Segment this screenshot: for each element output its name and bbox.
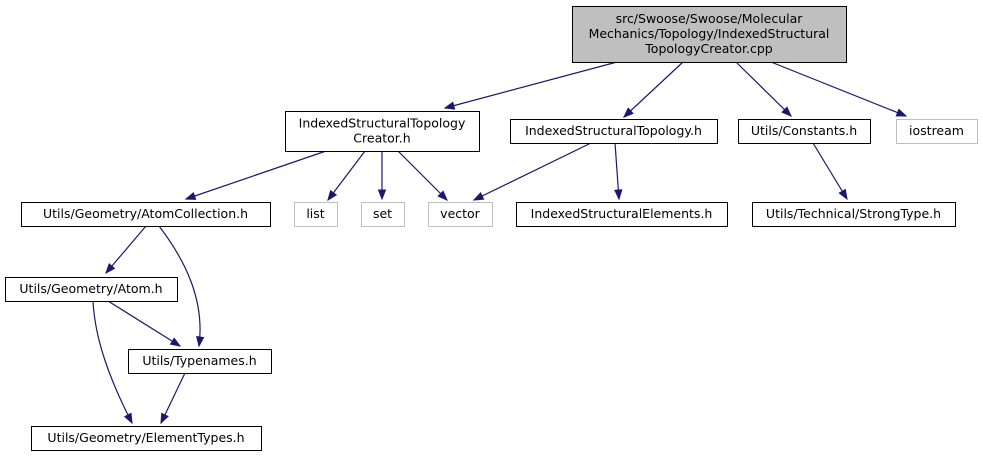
edge-atomcollection_h-to-typenames_h xyxy=(158,225,205,348)
edge-root-to-iostream xyxy=(770,61,908,117)
node-box xyxy=(21,202,271,227)
edge-constants_h-to-strongtype_h xyxy=(812,142,848,201)
node-list[interactable]: list xyxy=(294,202,338,227)
node-box xyxy=(428,202,493,227)
node-label: vector xyxy=(440,206,481,221)
arrowhead-icon xyxy=(437,190,448,201)
node-label: Mechanics/Topology/IndexedStructural xyxy=(589,26,830,41)
node-label: IndexedStructuralTopology.h xyxy=(525,123,702,138)
edge-line xyxy=(92,300,133,424)
node-box xyxy=(738,119,871,144)
edge-atomcollection_h-to-atom_h xyxy=(105,225,147,275)
node-label: iostream xyxy=(909,123,964,138)
edges-layer xyxy=(92,61,908,425)
edge-line xyxy=(444,61,618,109)
arrowhead-icon xyxy=(105,263,116,275)
node-label: Utils/Geometry/ElementTypes.h xyxy=(47,430,244,445)
node-label: TopologyCreator.cpp xyxy=(644,41,772,56)
arrowhead-icon xyxy=(160,412,169,425)
edge-line xyxy=(327,150,366,201)
arrowhead-icon xyxy=(622,107,634,118)
edge-creator_h-to-set xyxy=(377,151,387,201)
node-typenames-h[interactable]: Utils/Typenames.h xyxy=(128,349,272,374)
node-label: Utils/Typenames.h xyxy=(142,353,256,368)
arrowhead-icon xyxy=(781,106,792,117)
edge-line xyxy=(397,150,448,201)
node-label: list xyxy=(306,206,324,221)
edge-creator_h-to-atomcollection_h xyxy=(184,150,327,200)
node-label: Utils/Geometry/Atom.h xyxy=(19,281,162,296)
edge-atom_h-to-elementtypes_h xyxy=(92,300,133,425)
arrowhead-icon xyxy=(169,337,182,347)
nodes-layer: src/Swoose/Swoose/MolecularMechanics/Top… xyxy=(5,6,978,451)
node-label: Utils/Technical/StrongType.h xyxy=(766,206,941,221)
edge-root-to-creator_h xyxy=(443,61,618,110)
node-strongtype-h[interactable]: Utils/Technical/StrongType.h xyxy=(752,202,956,227)
edge-line xyxy=(473,142,592,201)
node-iostream[interactable]: iostream xyxy=(896,119,978,144)
arrowhead-icon xyxy=(327,189,338,202)
edge-line xyxy=(158,225,201,347)
node-set[interactable]: set xyxy=(361,202,405,227)
node-elementtypes-h[interactable]: Utils/Geometry/ElementTypes.h xyxy=(31,426,262,451)
node-constants-h[interactable]: Utils/Constants.h xyxy=(738,119,871,144)
arrowhead-icon xyxy=(123,412,133,425)
node-label: set xyxy=(373,206,392,221)
edge-line xyxy=(107,300,181,347)
node-vector[interactable]: vector xyxy=(428,202,493,227)
edge-line xyxy=(185,150,327,200)
node-box xyxy=(896,119,978,144)
node-label: IndexedStructuralTopology xyxy=(299,116,466,131)
node-elements-h[interactable]: IndexedStructuralElements.h xyxy=(516,202,728,227)
node-label: Utils/Geometry/AtomCollection.h xyxy=(43,206,248,221)
node-box xyxy=(5,277,178,302)
arrowhead-icon xyxy=(472,192,485,201)
node-box xyxy=(31,426,262,451)
node-root[interactable]: src/Swoose/Swoose/MolecularMechanics/Top… xyxy=(572,6,847,63)
arrowhead-icon xyxy=(838,188,848,201)
arrowhead-icon xyxy=(895,108,908,117)
edge-typenames_h-to-elementtypes_h xyxy=(160,372,186,425)
edge-line xyxy=(770,61,907,117)
edge-creator_h-to-vector xyxy=(397,150,448,201)
edge-creator_h-to-list xyxy=(327,150,366,202)
node-box xyxy=(128,349,272,374)
node-box xyxy=(294,202,338,227)
edge-topology_h-to-vector xyxy=(472,142,592,201)
node-atomcollection-h[interactable]: Utils/Geometry/AtomCollection.h xyxy=(21,202,271,227)
node-box xyxy=(285,111,480,152)
arrowhead-icon xyxy=(184,191,197,200)
node-box xyxy=(516,202,728,227)
arrowhead-icon xyxy=(377,189,387,201)
node-atom-h[interactable]: Utils/Geometry/Atom.h xyxy=(5,277,178,302)
node-label: src/Swoose/Swoose/Molecular xyxy=(616,11,804,26)
edge-root-to-topology_h xyxy=(622,61,684,118)
arrowhead-icon xyxy=(196,336,205,348)
edge-line xyxy=(623,61,684,118)
arrowhead-icon xyxy=(443,101,456,110)
node-box xyxy=(572,6,847,63)
node-box xyxy=(510,119,718,144)
node-label: IndexedStructuralElements.h xyxy=(531,206,713,221)
node-box xyxy=(752,202,956,227)
arrowhead-icon xyxy=(614,189,623,201)
edge-root-to-constants_h xyxy=(735,61,792,117)
node-topology-h[interactable]: IndexedStructuralTopology.h xyxy=(510,119,718,144)
edge-line xyxy=(812,142,848,200)
edge-line xyxy=(105,225,147,274)
edge-topology_h-to-elements_h xyxy=(614,142,623,201)
edge-atom_h-to-typenames_h xyxy=(107,300,182,347)
node-label: Creator.h xyxy=(353,131,410,146)
node-box xyxy=(361,202,405,227)
edge-line xyxy=(735,61,792,117)
node-label: Utils/Constants.h xyxy=(751,123,857,138)
